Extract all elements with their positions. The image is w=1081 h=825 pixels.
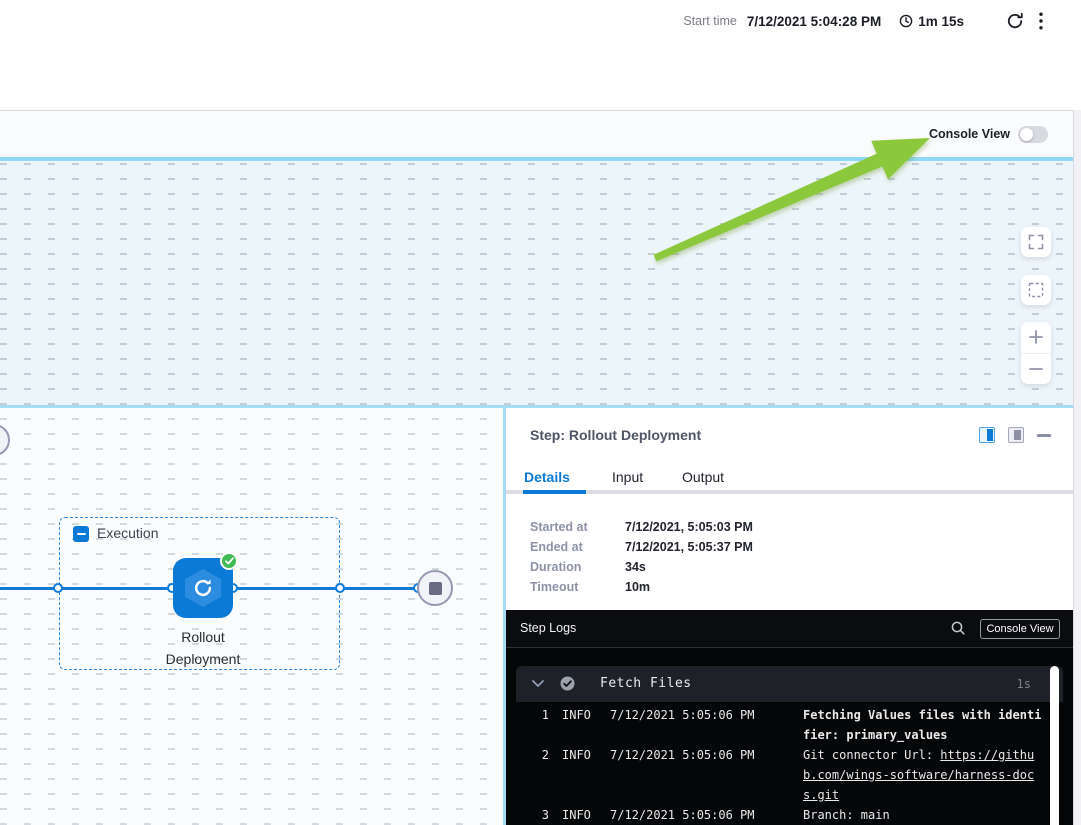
stage-divider-line [0, 157, 1073, 161]
zoom-divider [1021, 352, 1051, 354]
connector-dot [53, 583, 63, 593]
console-view-button[interactable]: Console View [980, 619, 1060, 639]
log-timestamp: 7/12/2021 5:05:06 PM [610, 808, 755, 822]
clock-icon [899, 14, 913, 28]
log-message-prefix: Git connector Url: [803, 748, 941, 762]
rollout-icon [190, 575, 216, 601]
detail-value: 34s [625, 560, 646, 574]
step-details-panel: Step: Rollout Deployment Details Input O… [506, 408, 1073, 610]
log-success-icon [560, 676, 575, 691]
stop-node[interactable] [417, 570, 453, 606]
console-view-label: Console View [928, 127, 1010, 141]
tab-output[interactable]: Output [682, 469, 725, 485]
log-timestamp: 7/12/2021 5:05:06 PM [610, 708, 755, 722]
step-panel-title: Step: Rollout Deployment [530, 427, 702, 443]
chevron-down-icon[interactable] [532, 680, 544, 688]
detail-row-duration: Duration 34s [530, 560, 646, 580]
refresh-icon[interactable] [1006, 12, 1024, 30]
detail-value: 10m [625, 580, 651, 594]
zoom-out-button[interactable] [1021, 354, 1051, 385]
step-logs-header: Step Logs Console View [506, 610, 1073, 648]
detail-value: 7/12/2021, 5:05:03 PM [625, 520, 753, 534]
run-meta-row: Start time 7/12/2021 5:04:28 PM 1m 15s [683, 10, 1043, 32]
console-view-toggle[interactable] [1018, 125, 1048, 143]
log-link[interactable]: https://github.com/wings-software/harnes… [803, 748, 1035, 802]
log-level: INFO [562, 748, 591, 762]
canvas-divider-line [0, 405, 1073, 408]
node-label: Rollout Deployment [165, 629, 241, 667]
tab-input[interactable]: Input [612, 469, 644, 485]
top-header: Start time 7/12/2021 5:04:28 PM 1m 15s [0, 0, 1081, 111]
minimize-icon[interactable] [1037, 434, 1051, 437]
start-time-value: 7/12/2021 5:04:28 PM [746, 13, 882, 29]
search-icon[interactable] [950, 620, 966, 636]
view-toolbar: Console View [0, 111, 1081, 157]
detail-row-timeout: Timeout 10m [530, 580, 650, 600]
zoom-in-icon [1029, 330, 1043, 345]
detail-row-ended: Ended at 7/12/2021, 5:05:37 PM [530, 540, 753, 560]
log-line-number: 3 [541, 808, 549, 822]
kebab-menu-icon[interactable] [1039, 12, 1043, 30]
elapsed-duration: 1m 15s [918, 13, 964, 29]
success-check-icon [220, 552, 238, 570]
log-section-name: Fetch Files [600, 676, 692, 691]
marquee-select-icon [1028, 282, 1044, 298]
log-row: 2 INFO 7/12/2021 5:05:06 PM Git connecto… [506, 745, 1066, 805]
split-pane-alt-bar [1014, 430, 1021, 440]
detail-value: 7/12/2021, 5:05:37 PM [625, 540, 753, 554]
log-lines: 1 INFO 7/12/2021 5:05:06 PM Fetching Val… [506, 702, 1066, 825]
split-pane-alt-icon[interactable] [1008, 427, 1024, 443]
log-message: Branch: main [803, 808, 890, 822]
zoom-out-icon [1029, 362, 1043, 376]
panel-divider-line [503, 408, 506, 825]
stop-node-icon [428, 581, 442, 595]
zoom-controls [1021, 322, 1051, 384]
tab-details[interactable]: Details [524, 469, 570, 485]
collapse-minus-icon [76, 533, 86, 535]
log-level: INFO [562, 808, 591, 822]
marquee-select-button[interactable] [1021, 275, 1051, 305]
tab-active-indicator [523, 490, 586, 494]
step-logs-title: Step Logs [520, 621, 577, 635]
step-graph-canvas: Execution Rollout Deployment [0, 408, 503, 825]
log-line-number: 2 [541, 748, 549, 762]
execution-group-label: Execution [97, 525, 159, 541]
execution-group-box [59, 517, 340, 670]
start-node-partial [0, 424, 10, 456]
toggle-knob [1020, 127, 1033, 141]
log-section-duration: 1s [1016, 677, 1031, 691]
log-level: INFO [562, 708, 591, 722]
detail-label: Ended at [530, 540, 583, 554]
pipeline-canvas-top [0, 161, 1073, 405]
log-message: Fetching Values files with identifier: p… [803, 708, 1042, 742]
detail-row-started: Started at 7/12/2021, 5:05:03 PM [530, 520, 753, 540]
connector-dot [335, 583, 345, 593]
zoom-in-button[interactable] [1021, 322, 1051, 353]
detail-label: Started at [530, 520, 588, 534]
detail-label: Timeout [530, 580, 579, 594]
split-pane-bar [987, 429, 993, 441]
log-line-number: 1 [541, 708, 549, 722]
log-section-fetch-files[interactable]: Fetch Files 1s [516, 666, 1063, 702]
detail-label: Duration [530, 560, 582, 574]
console-view-control: Console View [929, 111, 1048, 157]
split-pane-icon[interactable] [979, 427, 995, 443]
step-logs-panel: Step Logs Console View Fetch Files 1s 1 … [506, 610, 1073, 825]
tabs-divider [506, 490, 1073, 494]
fullscreen-icon [1028, 234, 1044, 250]
log-scrollbar[interactable] [1050, 666, 1059, 825]
collapse-group-button[interactable] [73, 526, 89, 542]
log-message: Git connector Url: https://github.com/wi… [803, 745, 1045, 805]
log-timestamp: 7/12/2021 5:05:06 PM [610, 748, 755, 762]
log-row: 3 INFO 7/12/2021 5:05:06 PM Branch: main [506, 805, 1066, 825]
start-time-label: Start time [683, 14, 737, 28]
rollout-deployment-node[interactable] [173, 552, 238, 618]
page-scrollbar-gutter[interactable] [1073, 110, 1081, 825]
fullscreen-button[interactable] [1021, 227, 1051, 257]
log-row: 1 INFO 7/12/2021 5:05:06 PM Fetching Val… [506, 705, 1066, 745]
